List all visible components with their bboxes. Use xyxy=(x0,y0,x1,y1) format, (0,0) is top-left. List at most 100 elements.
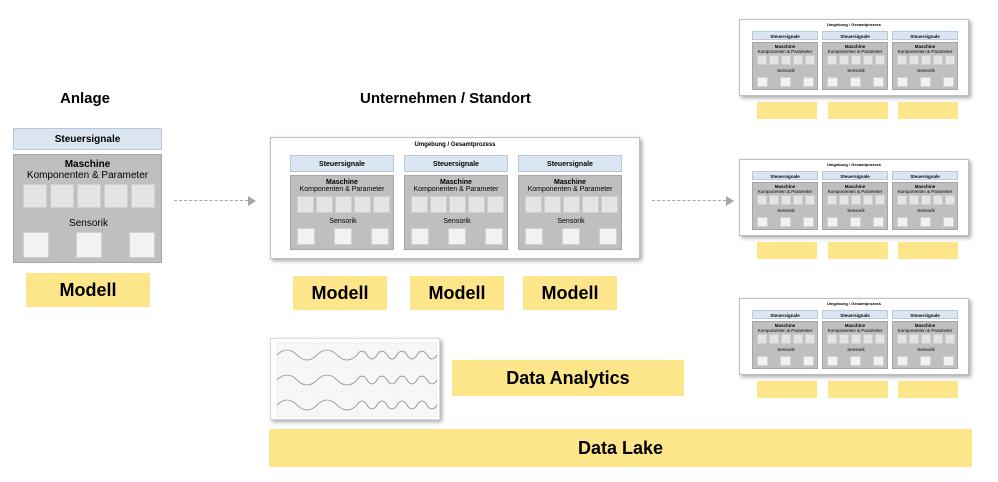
sensor-box xyxy=(780,356,791,366)
unit-steuersignale: Steuersignale xyxy=(404,155,508,172)
component-slot xyxy=(897,195,907,205)
anlage-sensorik-label: Sensorik xyxy=(69,218,108,229)
component-slot xyxy=(104,184,128,208)
anlage-machine-title: Maschine xyxy=(64,159,111,170)
component-slot xyxy=(851,195,861,205)
component-slot xyxy=(909,195,919,205)
small-unit-machine-subtitle: Komponenten & Parameter xyxy=(897,189,953,194)
arrow-head xyxy=(726,196,734,206)
component-slot xyxy=(945,195,955,205)
sensor-box xyxy=(334,228,352,245)
small-model-block xyxy=(898,381,958,398)
sensor-box xyxy=(485,228,503,245)
small-unit-sensorik-label: Sensorik xyxy=(847,68,865,73)
small-unit-machine-title: Maschine xyxy=(914,184,936,189)
component-slot xyxy=(316,196,333,213)
sensor-box xyxy=(411,228,429,245)
sensor-box xyxy=(23,232,49,258)
sensor-box xyxy=(803,356,814,366)
component-slot xyxy=(468,196,485,213)
small-unit-machine-subtitle: Komponenten & Parameter xyxy=(757,49,813,54)
component-slot xyxy=(601,196,618,213)
component-slot xyxy=(411,196,428,213)
small-model-block xyxy=(757,242,817,259)
small-model-block xyxy=(757,381,817,398)
unit-machine: Maschine Komponenten & Parameter Sensori… xyxy=(518,175,622,250)
small-env-title: Umgebung / Gesamtprozess xyxy=(826,22,881,27)
component-slot xyxy=(793,195,803,205)
component-slot xyxy=(909,334,919,344)
sensor-box xyxy=(371,228,389,245)
component-slot xyxy=(863,195,873,205)
component-slot xyxy=(897,334,907,344)
component-slot xyxy=(781,334,791,344)
component-slot xyxy=(373,196,390,213)
sensor-box xyxy=(757,217,768,227)
component-slot xyxy=(839,334,849,344)
small-unit-machine-title: Maschine xyxy=(844,44,866,49)
sensor-box xyxy=(780,217,791,227)
small-model-block xyxy=(828,242,888,259)
sensor-box xyxy=(873,77,884,87)
small-unit-steuersignale: Steuersignale xyxy=(822,31,888,40)
small-model-block xyxy=(828,102,888,119)
component-slot xyxy=(839,195,849,205)
component-slot xyxy=(921,55,931,65)
component-slot xyxy=(131,184,155,208)
small-model-block xyxy=(828,381,888,398)
sensor-box xyxy=(757,77,768,87)
unit-machine-title: Maschine xyxy=(554,179,586,186)
small-unit-sensorik-label: Sensorik xyxy=(777,208,795,213)
data-analytics-box: Data Analytics xyxy=(452,360,684,396)
small-unit-machine-subtitle: Komponenten & Parameter xyxy=(827,49,883,54)
component-slot xyxy=(582,196,599,213)
component-slot xyxy=(863,334,873,344)
small-unit-steuersignale: Steuersignale xyxy=(752,171,818,180)
unit-steuersignale: Steuersignale xyxy=(290,155,394,172)
sensor-box xyxy=(76,232,102,258)
small-unit-machine-subtitle: Komponenten & Parameter xyxy=(827,189,883,194)
component-slot xyxy=(863,55,873,65)
sensor-box xyxy=(827,77,838,87)
small-model-block xyxy=(757,102,817,119)
component-slot xyxy=(525,196,542,213)
component-slot xyxy=(921,195,931,205)
component-slot xyxy=(933,195,943,205)
sensor-box xyxy=(850,77,861,87)
component-slot xyxy=(839,55,849,65)
small-unit-steuersignale: Steuersignale xyxy=(752,31,818,40)
component-slot xyxy=(335,196,352,213)
small-unit-steuersignale: Steuersignale xyxy=(892,310,958,319)
component-slot xyxy=(897,55,907,65)
unternehmen-modell: Modell xyxy=(410,276,504,310)
unternehmen-modell: Modell xyxy=(293,276,387,310)
component-slot xyxy=(827,334,837,344)
sensor-box xyxy=(297,228,315,245)
component-slot xyxy=(805,334,815,344)
small-unit-sensorik-label: Sensorik xyxy=(917,68,935,73)
sensor-box xyxy=(757,356,768,366)
unit-steuersignale: Steuersignale xyxy=(518,155,622,172)
component-slot xyxy=(945,55,955,65)
component-slot xyxy=(827,55,837,65)
small-unit-sensorik-label: Sensorik xyxy=(847,347,865,352)
component-slot xyxy=(769,195,779,205)
small-unit-sensorik-label: Sensorik xyxy=(777,347,795,352)
component-slot xyxy=(921,334,931,344)
component-slot xyxy=(851,334,861,344)
small-env-title: Umgebung / Gesamtprozess xyxy=(826,301,881,306)
component-slot xyxy=(487,196,504,213)
component-slot xyxy=(933,55,943,65)
small-unit-machine-title: Maschine xyxy=(844,184,866,189)
unit-sensorik-label: Sensorik xyxy=(443,218,471,225)
sensor-box xyxy=(897,356,908,366)
sensor-box xyxy=(448,228,466,245)
